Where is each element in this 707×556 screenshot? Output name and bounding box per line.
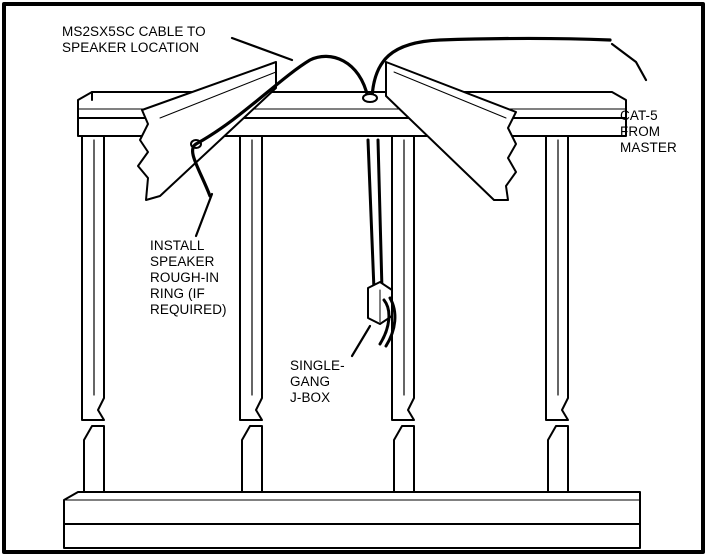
leader-install-ring [194, 192, 214, 238]
top-plate-hole [362, 93, 378, 103]
label-cable-to-speaker: MS2SX5SC CABLE TO SPEAKER LOCATION [62, 24, 206, 55]
stud-left [81, 135, 105, 421]
jbox [367, 281, 397, 348]
leader-cat5 [610, 42, 648, 82]
joist-left [137, 61, 277, 201]
stud-right [545, 135, 569, 421]
label-install-speaker-ring: INSTALL SPEAKER ROUGH-IN RING (IF REQUIR… [150, 238, 227, 317]
bottom-plate [63, 491, 641, 549]
label-cat5-from-master: CAT-5 FROM MASTER [620, 108, 677, 155]
label-single-gang-jbox: SINGLE- GANG J-BOX [290, 358, 345, 405]
stud-center-right [391, 135, 415, 421]
leader-jbox [350, 324, 372, 358]
joist-right [385, 61, 517, 201]
leader-cable-to-speaker [230, 36, 294, 62]
stud-center-left [239, 135, 263, 421]
leader-lines [194, 36, 648, 358]
speaker-cable [190, 54, 370, 198]
cat5-cable [370, 36, 612, 100]
jbox-cables [366, 138, 384, 292]
